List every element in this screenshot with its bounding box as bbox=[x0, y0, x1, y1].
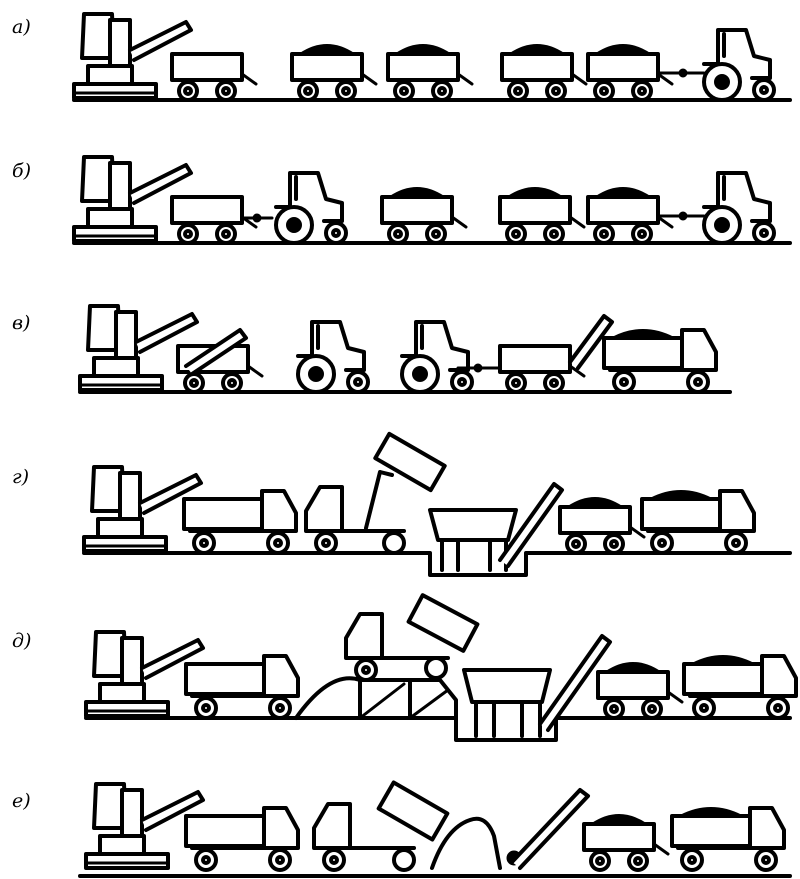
scheme-row-a bbox=[74, 14, 790, 100]
scheme-row-v bbox=[80, 306, 730, 392]
scheme-row-d bbox=[86, 595, 796, 740]
scheme-row-g bbox=[84, 434, 790, 575]
scheme-row-b bbox=[74, 157, 790, 243]
scheme-row-e bbox=[80, 783, 790, 876]
